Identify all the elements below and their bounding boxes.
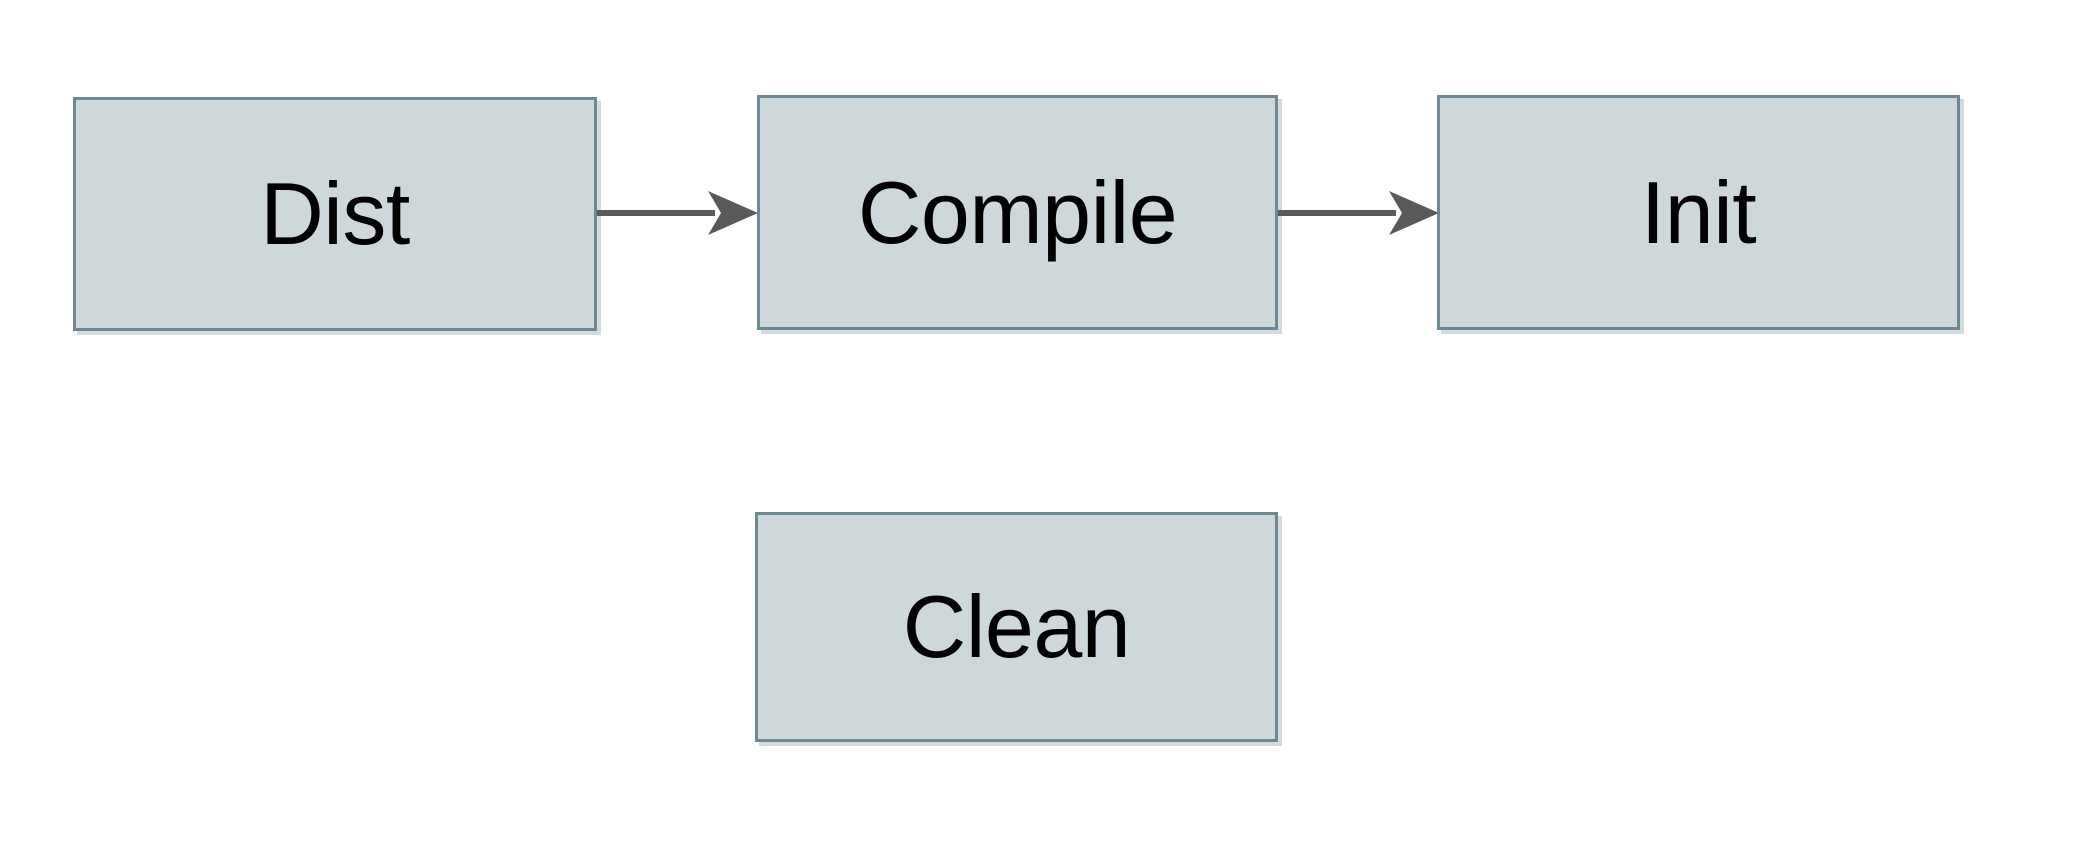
barbed-arrow-icon (708, 191, 758, 235)
node-label-clean: Clean (902, 577, 1131, 676)
node-label-dist: Dist (260, 164, 410, 263)
node-label-compile: Compile (857, 162, 1178, 262)
diagram-edge-dist-to-compile (597, 191, 758, 235)
barbed-arrow-icon (1389, 191, 1439, 235)
diagram-node-dist[interactable]: Dist (73, 97, 597, 331)
diagram-node-clean[interactable]: Clean (755, 512, 1278, 742)
diagram-node-compile[interactable]: Compile (757, 95, 1278, 330)
diagram-edge-compile-to-init (1278, 191, 1439, 235)
diagram-node-init[interactable]: Init (1437, 95, 1960, 330)
node-label-init: Init (1640, 162, 1757, 262)
